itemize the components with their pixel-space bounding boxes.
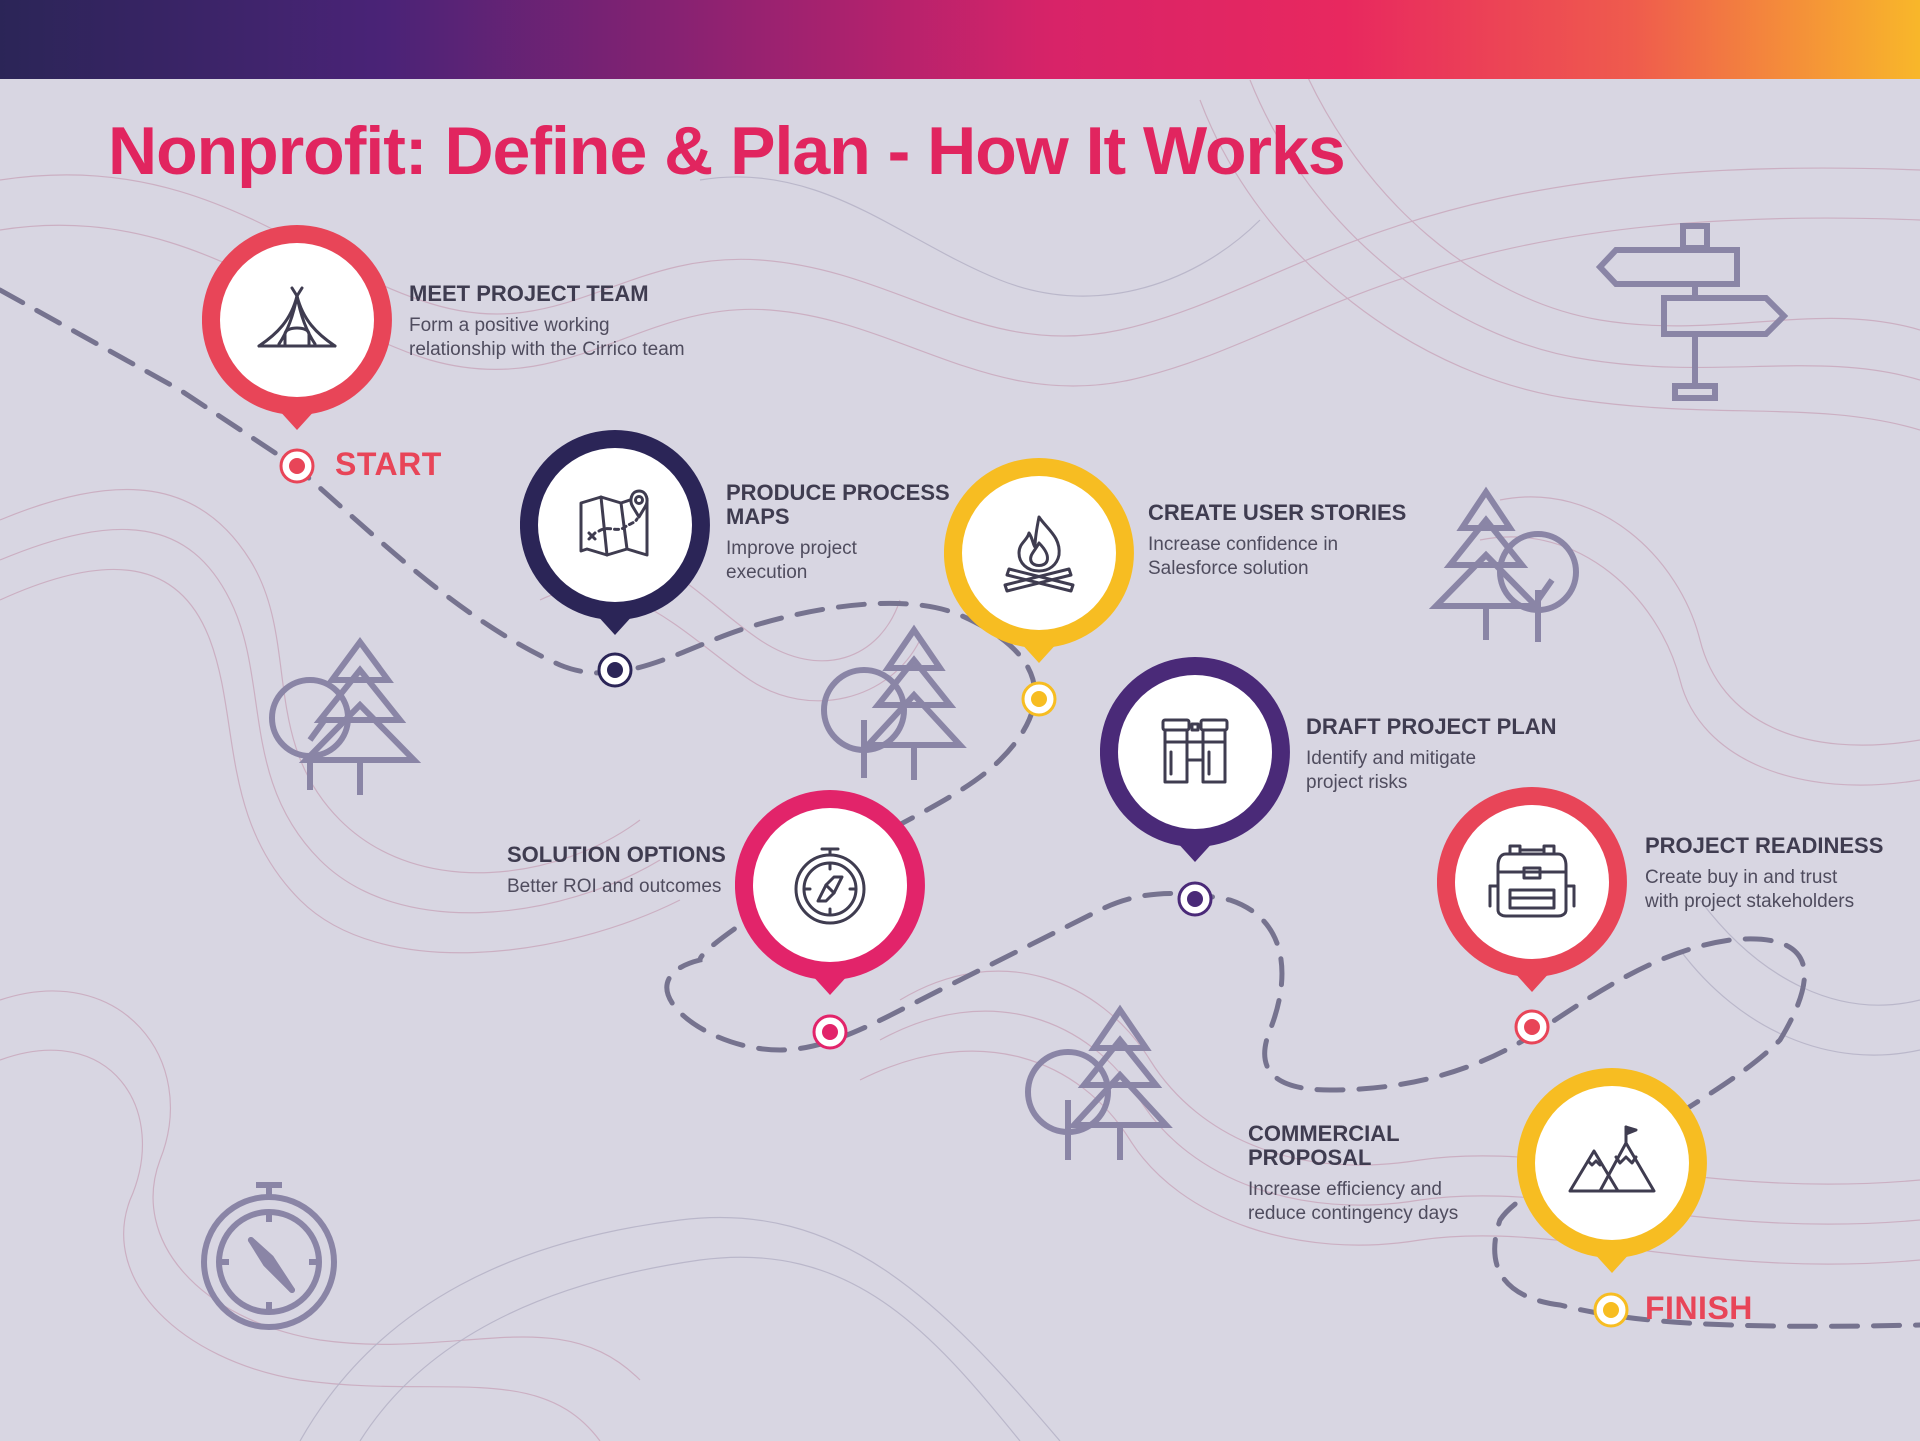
step-description: Identify and mitigate project risks (1306, 747, 1566, 795)
pin-project-readiness[interactable] (1437, 787, 1627, 1002)
desc-line: Salesforce solution (1148, 558, 1309, 579)
page-title: Nonprofit: Define & Plan - How It Works (108, 113, 1346, 189)
step-description: Better ROI and outcomes (507, 875, 767, 899)
pin-meet-project-team[interactable] (202, 225, 392, 440)
marker-dot-5 (1177, 881, 1213, 917)
step-description: Form a positive working relationship wit… (409, 314, 769, 362)
tree-cluster-left-icon (269, 636, 422, 795)
pin-draft-project-plan[interactable] (1100, 657, 1290, 872)
tent-icon (257, 286, 337, 348)
step-description: Increase efficiency and reduce contingen… (1248, 1178, 1528, 1226)
step-title: DRAFT PROJECT PLAN (1306, 714, 1557, 739)
step-title: CREATE USER STORIES (1148, 500, 1407, 525)
marker-dot-finish (1593, 1292, 1629, 1328)
pin-solution-options[interactable] (735, 790, 925, 1005)
compass-decor-icon (201, 1182, 337, 1330)
desc-line: Increase confidence in (1148, 534, 1339, 555)
marker-dot-start (279, 448, 315, 484)
start-label: START (335, 446, 442, 482)
desc-line: relationship with the Cirrico team (409, 339, 685, 360)
desc-line: Increase efficiency and (1248, 1179, 1442, 1200)
desc-line: Identify and mitigate (1306, 748, 1477, 769)
desc-line: reduce contingency days (1248, 1203, 1459, 1224)
pin-produce-process-maps[interactable] (520, 430, 710, 645)
step-commercial-proposal: COMMERCIAL PROPOSAL Increase efficiency … (1248, 1122, 1528, 1226)
map-icon (579, 489, 649, 557)
tree-cluster-center-icon (821, 624, 967, 780)
mountain-icon (1568, 1125, 1656, 1193)
pin-commercial-proposal[interactable] (1517, 1068, 1707, 1283)
top-gradient-bar (0, 0, 1920, 79)
campfire-icon (1003, 515, 1075, 593)
step-title: PRODUCE PROCESS MAPS (726, 481, 986, 529)
step-project-readiness: PROJECT READINESS Create buy in and trus… (1645, 834, 1915, 914)
binoculars-icon (1161, 718, 1229, 784)
desc-line: execution (726, 562, 808, 583)
desc-line: Better ROI and outcomes (507, 876, 722, 897)
backpack-icon (1488, 844, 1576, 918)
desc-line: Improve project (726, 538, 857, 559)
compass-icon (794, 847, 866, 925)
contour-lines-light (299, 176, 1920, 1441)
step-title: SOLUTION OPTIONS (507, 842, 726, 867)
title-line: PRODUCE PROCESS (726, 480, 950, 505)
step-title: PROJECT READINESS (1645, 833, 1884, 858)
marker-dot-3 (1021, 681, 1057, 717)
step-produce-process-maps: PRODUCE PROCESS MAPS Improve project exe… (726, 481, 986, 585)
desc-line: with project stakeholders (1645, 891, 1855, 912)
step-create-user-stories: CREATE USER STORIES Increase confidence … (1148, 501, 1428, 581)
marker-dot-2 (597, 652, 633, 688)
step-description: Create buy in and trust with project sta… (1645, 866, 1915, 914)
trail-markers (279, 448, 1629, 1328)
step-solution-options: SOLUTION OPTIONS Better ROI and outcomes (507, 843, 767, 899)
step-description: Improve project execution (726, 537, 986, 585)
step-draft-project-plan: DRAFT PROJECT PLAN Identify and mitigate… (1306, 715, 1566, 795)
marker-dot-6 (1514, 1009, 1550, 1045)
title-line: MAPS (726, 504, 790, 529)
signpost-icon (1595, 223, 1789, 401)
tree-cluster-lower-icon (1025, 1004, 1173, 1160)
marker-dot-4 (812, 1014, 848, 1050)
pin-create-user-stories[interactable] (944, 458, 1134, 673)
finish-label: FINISH (1645, 1290, 1753, 1326)
step-title: COMMERCIAL PROPOSAL (1248, 1121, 1400, 1170)
step-description: Increase confidence in Salesforce soluti… (1148, 533, 1428, 581)
step-meet-project-team: MEET PROJECT TEAM Form a positive workin… (409, 282, 769, 362)
step-title: MEET PROJECT TEAM (409, 281, 649, 306)
desc-line: project risks (1306, 772, 1408, 793)
tree-cluster-right-icon (1428, 486, 1579, 642)
desc-line: Create buy in and trust (1645, 867, 1838, 888)
desc-line: Form a positive working (409, 315, 610, 336)
